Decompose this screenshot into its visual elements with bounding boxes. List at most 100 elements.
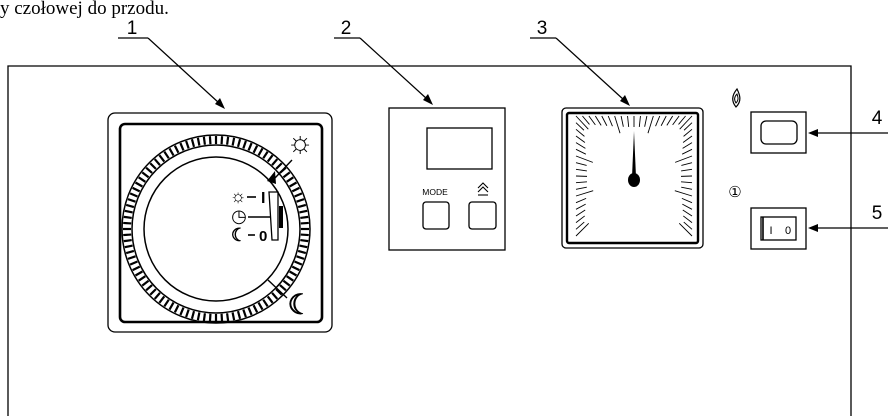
timer-segment[interactable]: [299, 209, 308, 214]
timer-segment[interactable]: [163, 151, 170, 159]
timer-segment[interactable]: [242, 140, 247, 149]
timer-segment[interactable]: [149, 162, 157, 170]
timer-inner-frame: [118, 122, 324, 324]
timer-segment[interactable]: [202, 136, 206, 145]
timer-segment[interactable]: [185, 140, 190, 149]
timer-segment[interactable]: [132, 186, 141, 193]
timer-segment[interactable]: [124, 244, 133, 249]
timer-segment[interactable]: [145, 284, 153, 292]
timer-segment[interactable]: [299, 244, 308, 249]
timer-segment[interactable]: [127, 198, 136, 203]
timer-segment[interactable]: [271, 292, 279, 300]
timer-segment[interactable]: [257, 147, 264, 156]
timer-segment[interactable]: [168, 302, 175, 311]
timer-segment[interactable]: [125, 249, 135, 255]
timer-segment[interactable]: [247, 307, 253, 316]
timer-segment[interactable]: [141, 171, 150, 179]
gauge-scale-tick: [575, 181, 588, 184]
timer-segment[interactable]: [173, 145, 180, 154]
timer-segment[interactable]: [300, 239, 309, 243]
timer-segment[interactable]: [297, 249, 307, 255]
timer-segment[interactable]: [266, 154, 274, 163]
timer-dial-outer-ring: [121, 134, 311, 324]
timer-segment[interactable]: [153, 292, 161, 300]
timer-segment[interactable]: [279, 284, 287, 292]
mode-button[interactable]: [422, 201, 450, 230]
mode-selector-knob[interactable]: [279, 206, 283, 228]
timer-segment[interactable]: [124, 209, 133, 214]
timer-segment[interactable]: [168, 147, 175, 156]
timer-segment[interactable]: [145, 166, 153, 174]
timer-segment[interactable]: [291, 186, 300, 193]
timer-segment[interactable]: [158, 154, 166, 163]
timer-segment[interactable]: [138, 275, 146, 282]
timer-segment[interactable]: [129, 260, 138, 266]
timer-segment[interactable]: [127, 255, 136, 260]
up-button[interactable]: [468, 201, 497, 230]
timer-segment[interactable]: [289, 181, 298, 188]
timer-segment[interactable]: [289, 270, 298, 277]
timer-segment[interactable]: [275, 162, 283, 170]
timer-segment[interactable]: [163, 299, 170, 307]
timer-segment[interactable]: [134, 270, 143, 277]
timer-segment[interactable]: [236, 310, 242, 320]
timer-segment[interactable]: [226, 136, 230, 145]
timer-segment[interactable]: [286, 176, 294, 183]
timer-segment[interactable]: [252, 145, 259, 154]
timer-segment[interactable]: [123, 239, 132, 243]
timer-segment[interactable]: [296, 198, 305, 203]
timer-segment[interactable]: [196, 137, 201, 146]
timer-segment[interactable]: [134, 181, 143, 188]
timer-segment[interactable]: [247, 142, 253, 151]
timer-segment[interactable]: [132, 265, 141, 272]
timer-segment[interactable]: [236, 138, 242, 148]
timer-segment[interactable]: [196, 312, 201, 321]
timer-segment[interactable]: [262, 151, 269, 159]
timer-segment[interactable]: [123, 221, 132, 225]
mode-selector-slot[interactable]: [268, 191, 279, 241]
timer-segment[interactable]: [291, 265, 300, 272]
timer-segment[interactable]: [300, 221, 309, 225]
timer-segment[interactable]: [275, 288, 283, 296]
power-switch[interactable]: [760, 216, 797, 241]
timer-segment[interactable]: [179, 142, 185, 151]
timer-segment-ring[interactable]: [123, 136, 309, 322]
timer-segment[interactable]: [158, 295, 166, 304]
timer-segment[interactable]: [185, 309, 190, 318]
timer-segment[interactable]: [138, 176, 146, 183]
timer-segment[interactable]: [252, 304, 259, 313]
timer-segment[interactable]: [242, 309, 247, 318]
timer-segment[interactable]: [296, 255, 305, 260]
timer-segment[interactable]: [202, 313, 206, 322]
timer-segment[interactable]: [208, 313, 212, 322]
timer-segment[interactable]: [257, 302, 264, 311]
timer-segment[interactable]: [141, 279, 150, 287]
timer-segment[interactable]: [300, 215, 309, 219]
timer-segment[interactable]: [231, 137, 236, 146]
timer-segment[interactable]: [282, 279, 291, 287]
timer-segment[interactable]: [271, 158, 279, 166]
timer-segment[interactable]: [190, 310, 196, 320]
timer-segment[interactable]: [297, 203, 307, 209]
timer-segment[interactable]: [231, 312, 236, 321]
timer-segment[interactable]: [123, 215, 132, 219]
timer-segment[interactable]: [125, 203, 135, 209]
timer-segment[interactable]: [226, 313, 230, 322]
timer-segment[interactable]: [220, 313, 224, 322]
timer-segment[interactable]: [286, 275, 294, 282]
timer-segment[interactable]: [294, 260, 303, 266]
timer-segment[interactable]: [294, 192, 303, 198]
timer-segment[interactable]: [282, 171, 291, 179]
timer-segment[interactable]: [190, 138, 196, 148]
timer-segment[interactable]: [153, 158, 161, 166]
timer-segment[interactable]: [123, 233, 132, 237]
timer-segment[interactable]: [220, 136, 224, 145]
timer-segment[interactable]: [208, 136, 212, 145]
timer-segment[interactable]: [149, 288, 157, 296]
timer-segment[interactable]: [173, 304, 180, 313]
timer-segment[interactable]: [179, 307, 185, 316]
timer-segment[interactable]: [300, 233, 309, 237]
timer-segment[interactable]: [129, 192, 138, 198]
timer-segment[interactable]: [262, 299, 269, 307]
timer-segment[interactable]: [266, 295, 274, 304]
